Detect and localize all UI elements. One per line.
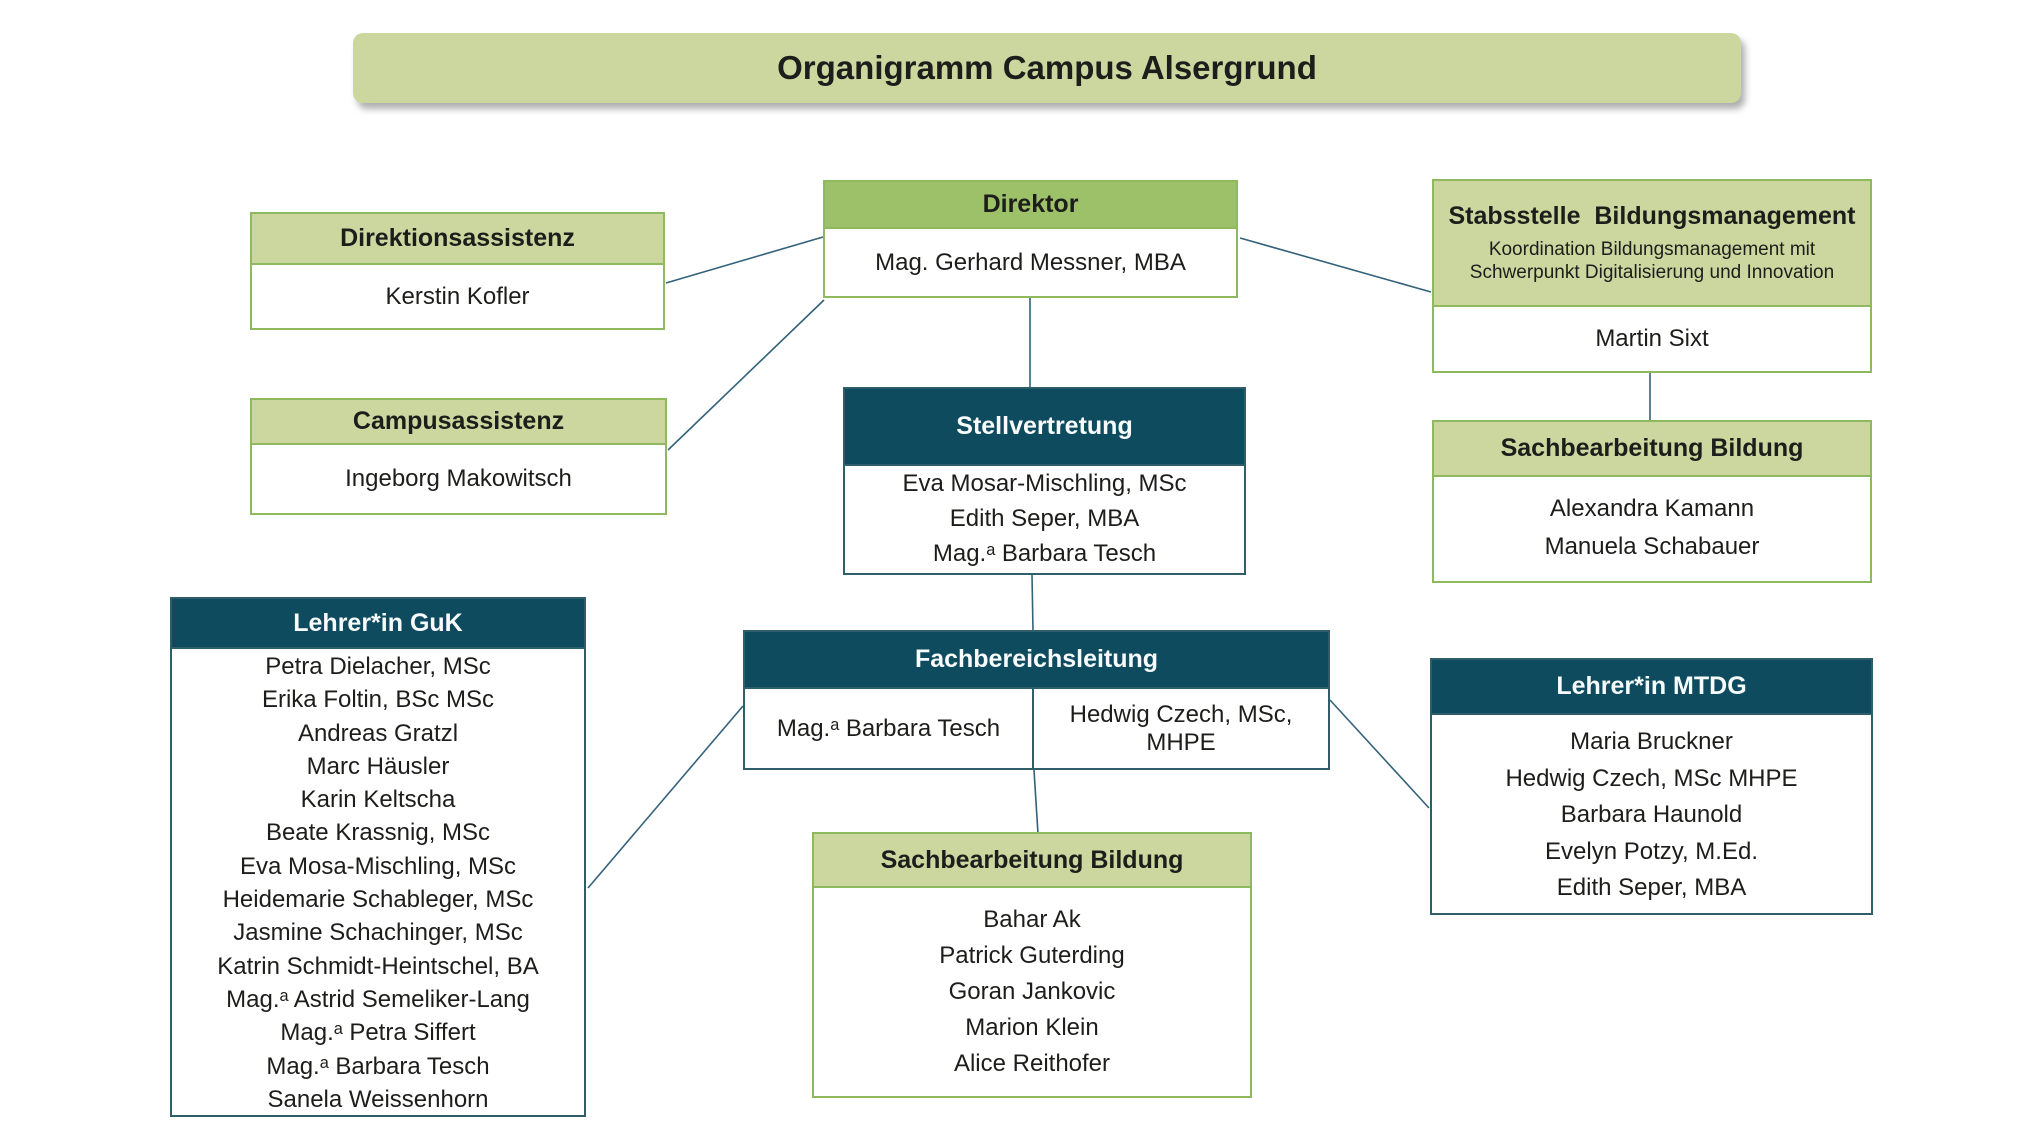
page-title-text: Organigramm Campus Alsergrund	[777, 49, 1317, 86]
node-stabsstelle-header: Stabsstelle Bildungsmanagement Koordinat…	[1434, 181, 1870, 307]
fachbereichsleitung-member-right: Hedwig Czech, MSc, MHPE	[1069, 700, 1293, 756]
person-name: Maria Bruckner	[1570, 728, 1733, 755]
node-stabsstelle-subtitle: Koordination Bildungsmanagement mit Schw…	[1469, 238, 1835, 283]
node-stabsstelle-body: Martin Sixt	[1595, 325, 1709, 352]
node-lehrer-mtdg-header: Lehrer*in MTDG	[1432, 660, 1871, 715]
node-direktionsassistenz-body: Kerstin Kofler	[385, 282, 530, 310]
person-name: Bahar Ak	[983, 906, 1081, 933]
person-name: Barbara Haunold	[1560, 801, 1743, 828]
connector-fachbereichsleitung-guk	[587, 705, 744, 889]
person-name: Marion Klein	[965, 1014, 1099, 1041]
node-campusassistenz-body: Ingeborg Makowitsch	[345, 465, 572, 492]
person-name: Manuela Schabauer	[1544, 533, 1760, 560]
person-name: Andreas Gratzl	[297, 719, 459, 747]
node-direktionsassistenz-header: Direktionsassistenz	[252, 214, 663, 265]
person-name: Eva Mosa-Mischling, MSc	[239, 852, 517, 880]
person-name: Karin Keltscha	[300, 786, 456, 814]
node-lehrer-guk-header: Lehrer*in GuK	[172, 599, 584, 649]
person-name: Petra Dielacher, MSc	[265, 653, 491, 680]
node-campusassistenz: Campusassistenz Ingeborg Makowitsch	[250, 398, 667, 515]
person-name: Marc Häusler	[306, 752, 450, 780]
person-name: Goran Jankovic	[948, 978, 1116, 1005]
connector-direktor-stabsstelle	[1239, 237, 1432, 293]
node-stabsstelle-title: Stabsstelle Bildungsmanagement	[1448, 201, 1856, 230]
connector-direktor-campusassistenz	[667, 299, 825, 451]
connector-stellvertretung-fachbereichsleitung	[1031, 574, 1034, 632]
person-name: Beate Krassnig, MSc	[265, 819, 491, 847]
person-name: Patrick Guterding	[939, 942, 1125, 969]
person-name: Mag.ᵃ Barbara Tesch	[932, 540, 1157, 567]
person-name: Jasmine Schachinger, MSc	[233, 919, 523, 947]
person-name: Hedwig Czech, MSc MHPE	[1505, 764, 1798, 792]
person-name: Eva Mosar-Mischling, MSc	[902, 470, 1187, 497]
node-stellvertretung-header: Stellvertretung	[845, 389, 1244, 466]
node-fachbereichsleitung: Fachbereichsleitung Mag.ᵃ Barbara Tesch …	[743, 630, 1330, 770]
node-fachbereichsleitung-body: Mag.ᵃ Barbara Tesch Hedwig Czech, MSc, M…	[745, 689, 1328, 768]
person-name: Heidemarie Schableger, MSc	[222, 886, 534, 914]
person-name: Mag.ᵃ Astrid Semeliker-Lang	[226, 985, 530, 1013]
person-name: Mag.ᵃ Barbara Tesch	[266, 1052, 490, 1080]
person-name: Alice Reithofer	[953, 1050, 1111, 1077]
person-name: Katrin Schmidt-Heintschel, BA	[217, 952, 539, 980]
person-name: Edith Seper, MBA	[949, 505, 1140, 532]
person-name: Mag.ᵃ Petra Siffert	[280, 1019, 476, 1047]
person-name: Erika Foltin, BSc MSc	[261, 686, 495, 714]
node-stabsstelle-bildungsmanagement: Stabsstelle Bildungsmanagement Koordinat…	[1432, 179, 1872, 373]
page-title: Organigramm Campus Alsergrund	[353, 33, 1741, 103]
node-fachbereichsleitung-header: Fachbereichsleitung	[745, 632, 1328, 689]
node-direktor-header: Direktor	[825, 182, 1236, 229]
node-direktor: Direktor Mag. Gerhard Messner, MBA	[823, 180, 1238, 298]
node-direktor-body: Mag. Gerhard Messner, MBA	[875, 248, 1186, 276]
node-stellvertretung: Stellvertretung Eva Mosar-Mischling, MSc…	[843, 387, 1246, 575]
person-name: Edith Seper, MBA	[1556, 874, 1747, 901]
fachbereichsleitung-member-left: Mag.ᵃ Barbara Tesch	[745, 689, 1034, 768]
connector-direktor-direktionsassistenz	[665, 236, 824, 284]
person-name: Alexandra Kamann	[1549, 495, 1755, 522]
node-campusassistenz-header: Campusassistenz	[252, 400, 665, 445]
node-sachbearbeitung-rechts-header: Sachbearbeitung Bildung	[1434, 422, 1870, 477]
connector-fachbereichsleitung-sachbearbeitung	[1033, 769, 1039, 835]
node-direktionsassistenz: Direktionsassistenz Kerstin Kofler	[250, 212, 665, 330]
node-sachbearbeitung-bildung-mitte: Sachbearbeitung Bildung Bahar Ak Patrick …	[812, 832, 1252, 1098]
node-sachbearbeitung-bildung-rechts: Sachbearbeitung Bildung Alexandra Kamann…	[1432, 420, 1872, 583]
connector-fachbereichsleitung-mtdg	[1329, 699, 1430, 809]
person-name: Evelyn Potzy, M.Ed.	[1545, 837, 1758, 865]
node-sachbearbeitung-mitte-header: Sachbearbeitung Bildung	[814, 834, 1250, 888]
person-name: Sanela Weissenhorn	[267, 1085, 489, 1113]
